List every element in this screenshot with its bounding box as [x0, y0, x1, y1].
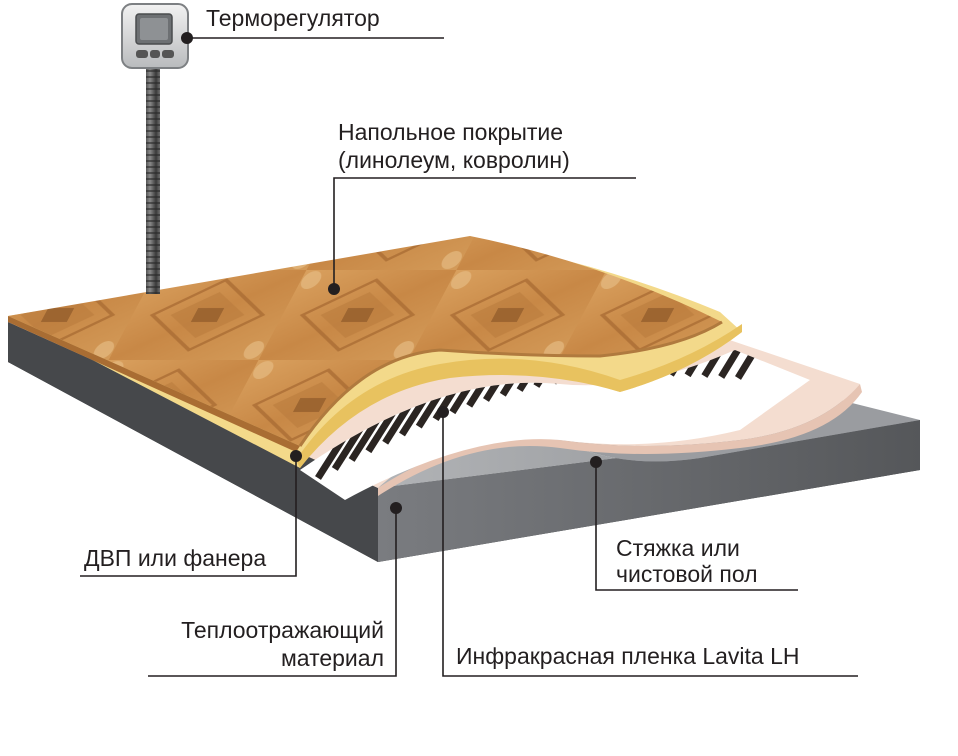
- thermostat-cable: [146, 58, 160, 294]
- thermostat-button-right: [162, 50, 174, 58]
- leader-lines: [80, 32, 858, 677]
- film-stripe: [718, 350, 747, 379]
- label-thermostat: Терморегулятор: [206, 5, 380, 31]
- label-fiberboard: ДВП или фанера: [84, 545, 266, 571]
- film-stripe: [735, 350, 763, 380]
- label-floor-covering-line2: (линолеум, ковролин): [338, 147, 570, 173]
- thermostat-button-mid: [150, 50, 160, 58]
- label-reflective-line1: Теплоотражающий: [181, 617, 384, 643]
- label-infrared-film: Инфракрасная пленка Lavita LH: [456, 643, 800, 669]
- label-floor-covering-line1: Напольное покрытие: [338, 119, 563, 145]
- linoleum-layer: [8, 236, 723, 452]
- label-screed-line1: Стяжка или: [616, 535, 740, 561]
- thermostat-button-left: [136, 50, 148, 58]
- label-reflective-line2: материал: [281, 645, 384, 671]
- label-screed-line2: чистовой пол: [616, 561, 758, 587]
- thermostat: [121, 3, 189, 294]
